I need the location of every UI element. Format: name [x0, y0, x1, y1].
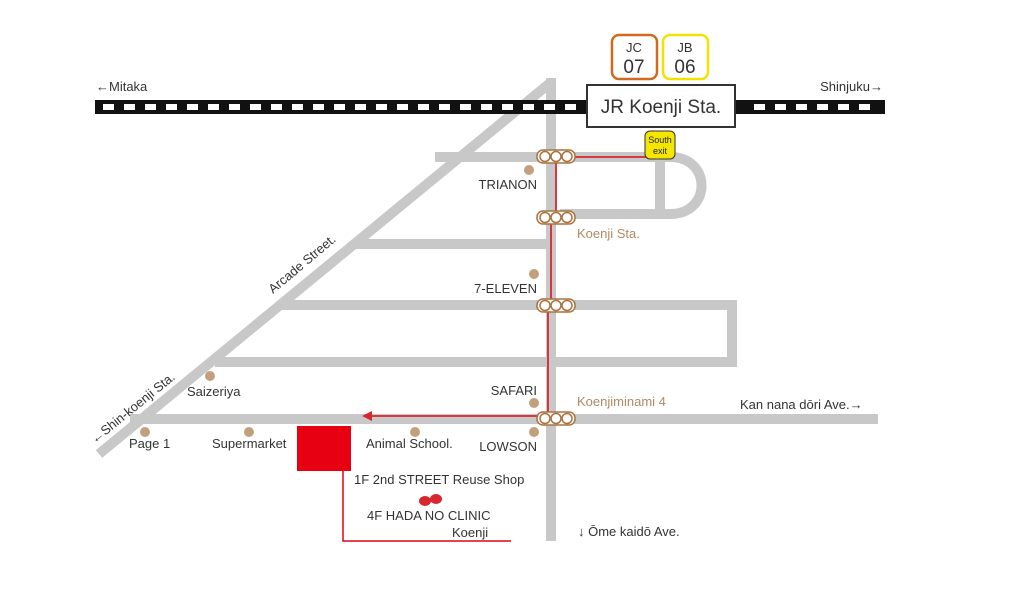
railway-tie — [859, 104, 870, 110]
station-name: JR Koenji Sta. — [601, 97, 721, 118]
supermarket-label: Supermarket — [212, 436, 287, 451]
destination-building — [297, 426, 511, 542]
arcade-street-road — [95, 79, 554, 458]
railway-tie — [271, 104, 282, 110]
railway-tie — [544, 104, 555, 110]
road-loop — [560, 152, 707, 219]
railway-tie — [376, 104, 387, 110]
destination-floor1: 1F 2nd STREET Reuse Shop — [354, 472, 524, 487]
traffic-light-2 — [536, 210, 576, 225]
traffic-light-1 — [536, 149, 576, 164]
animal-school-label: Animal School. — [366, 436, 453, 451]
walking-route — [362, 156, 646, 421]
lowson-label: LOWSON — [479, 439, 537, 454]
railway-tie — [166, 104, 177, 110]
railway — [95, 100, 885, 114]
south-exit-line2: exit — [653, 146, 668, 156]
line-code-jc: JC 07 — [610, 33, 659, 81]
railway-tie — [838, 104, 849, 110]
saizeriya-label: Saizeriya — [187, 384, 241, 399]
lowson-dot — [529, 427, 539, 437]
line-code-jb-number: 06 — [674, 57, 695, 78]
seven-eleven-label: 7-ELEVEN — [474, 281, 537, 296]
railway-tie — [355, 104, 366, 110]
railway-tie — [565, 104, 576, 110]
railway-tie — [313, 104, 324, 110]
koenjiminami-intersection-label: Koenjiminami 4 — [577, 394, 666, 409]
railway-tie — [124, 104, 135, 110]
line-code-jc-letters: JC — [626, 40, 642, 55]
supermarket-dot — [244, 427, 254, 437]
railway-tie — [439, 104, 450, 110]
railway-tie — [397, 104, 408, 110]
railway-tie — [523, 104, 534, 110]
traffic-light-3 — [536, 298, 576, 313]
page1-dot — [140, 427, 150, 437]
south-exit-line1: South — [648, 135, 672, 145]
traffic-light-4 — [536, 411, 576, 426]
kan-nana-direction: Kan nana dōri Ave.→ — [740, 397, 863, 412]
traffic-lights — [536, 149, 576, 426]
mitaka-direction: ←Mitaka — [96, 79, 148, 94]
railway-tie — [334, 104, 345, 110]
animal-school-dot — [410, 427, 420, 437]
railway-tie — [754, 104, 765, 110]
safari-dot — [529, 398, 539, 408]
railway-tie — [250, 104, 261, 110]
railway-tie — [229, 104, 240, 110]
line-code-jb: JB 06 — [661, 33, 710, 81]
railway-tie — [796, 104, 807, 110]
railway-tie — [187, 104, 198, 110]
railway-tie — [502, 104, 513, 110]
shin-koenji-direction: ←Shin-koenji Sta. — [87, 369, 177, 446]
line-code-jb-letters: JB — [677, 40, 692, 55]
railway-tie — [460, 104, 471, 110]
railway-tie — [145, 104, 156, 110]
railway-tie — [292, 104, 303, 110]
railway-tie — [817, 104, 828, 110]
railway-tie — [208, 104, 219, 110]
clinic-logo-icon — [419, 494, 442, 506]
safari-label: SAFARI — [491, 383, 537, 398]
route-arrowhead — [362, 411, 372, 421]
seven-eleven-dot — [529, 269, 539, 279]
destination-branch: Koenji — [452, 525, 488, 540]
destination-floor4: 4F HADA NO CLINIC — [367, 508, 491, 523]
shinjuku-direction: Shinjuku→ — [820, 79, 883, 94]
line-code-jc-number: 07 — [623, 57, 644, 78]
railway-tie — [481, 104, 492, 110]
station-sign: JR Koenji Sta. — [586, 84, 736, 128]
trianon-dot — [524, 165, 534, 175]
trianon-label: TRIANON — [479, 177, 538, 192]
south-exit-badge: South exit — [644, 130, 676, 160]
saizeriya-dot — [205, 371, 215, 381]
landmark-dots — [140, 165, 539, 437]
ome-direction: ↓ Ōme kaidō Ave. — [578, 524, 680, 539]
railway-tie — [775, 104, 786, 110]
railway-tie — [418, 104, 429, 110]
page1-label: Page 1 — [129, 436, 170, 451]
koenji-sta-intersection-label: Koenji Sta. — [577, 226, 640, 241]
railway-tie — [103, 104, 114, 110]
